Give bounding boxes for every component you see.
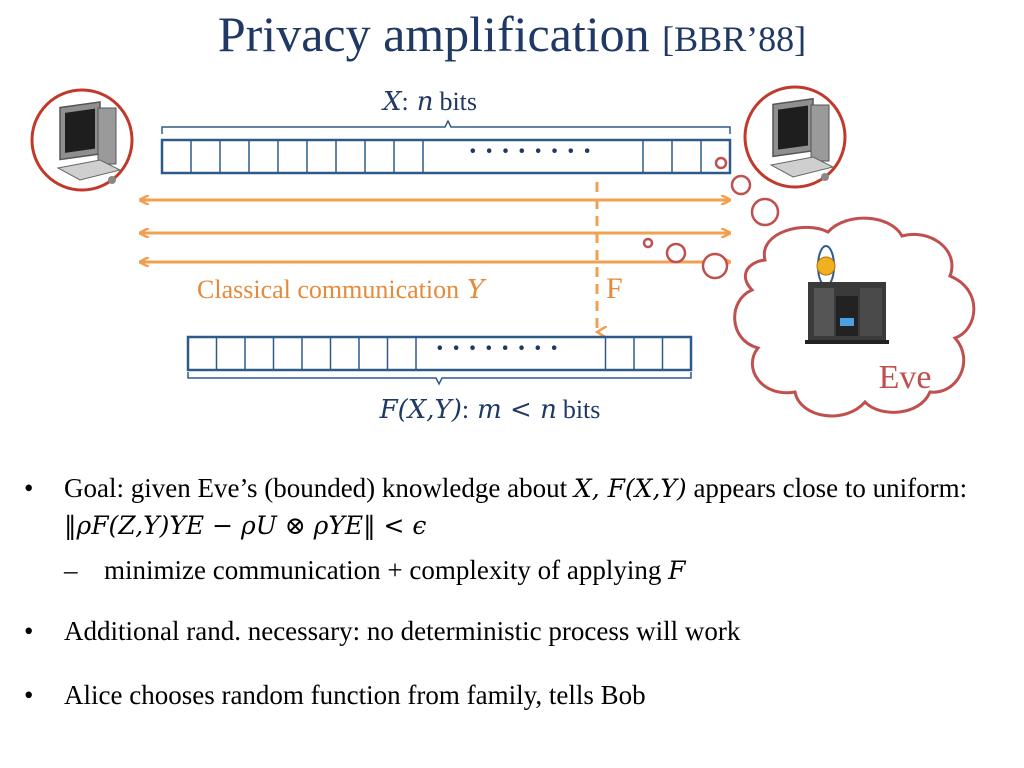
goal-math-inequality: ‖ρF(Z,Y)YE − ρU ⊗ ρYE‖ < ϵ [64,511,427,540]
bob-computer-icon [743,85,847,189]
slide-title: Privacy amplification [BBR’88] [0,4,1024,69]
bottom-register-dots: · · · · · · · · [435,333,559,364]
goal-text-suffix: appears close to uniform: [686,473,968,503]
sub-bullet-text: minimize communication + complexity of a… [104,555,669,585]
bullet-dot: • [24,616,34,646]
bullet-text: Alice chooses random function from famil… [64,680,646,710]
bullet-dot: • [24,473,34,503]
eve-label: Eve [879,359,932,396]
bottom-brace [187,372,692,386]
sub-bullet-dash: – [64,555,78,585]
title-main: Privacy amplification [217,6,650,62]
title-citation: [BBR’88] [662,19,807,59]
sub-bullet-math: F [668,556,686,585]
function-f-label: F [606,272,623,305]
bullet-text: Additional rand. necessary: no determini… [64,616,741,646]
sub-bullet-minimize: – minimize communication + complexity of… [64,552,1012,589]
bottom-bit-register: · · · · · · · · [186,333,693,372]
top-brace [161,119,731,134]
goal-text-prefix: Goal: given Eve’s (bounded) knowledge ab… [64,473,574,503]
bullet-alice-chooses: • Alice chooses random function from fam… [22,677,1012,713]
top-bit-register: · · · · · · · · [160,136,732,175]
thought-bubble-trail [642,156,780,280]
bullet-dot: • [24,680,34,710]
alice-computer-icon [30,88,134,192]
bullet-goal: • Goal: given Eve’s (bounded) knowledge … [22,470,1012,589]
goal-math-variables: X, F(X,Y) [573,474,687,503]
eve-server-icon [805,245,889,344]
bullet-additional-randomness: • Additional rand. necessary: no determi… [22,613,1012,649]
bullet-list: • Goal: given Eve’s (bounded) knowledge … [22,470,1012,737]
communication-arrows [140,200,730,262]
top-register-dots: · · · · · · · · [468,136,592,167]
